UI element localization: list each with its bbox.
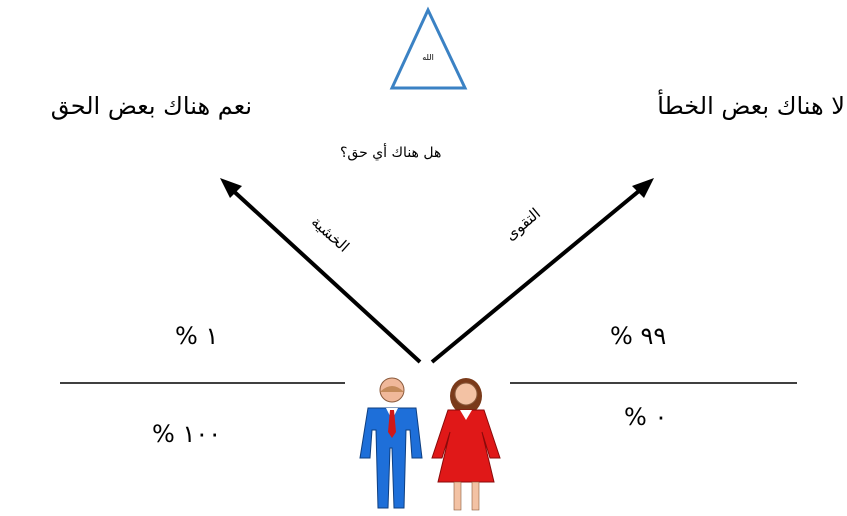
left-answer: نعم هناك بعض الحق bbox=[50, 92, 252, 120]
left-bottom-percent: ١٠٠ % bbox=[152, 420, 222, 448]
left-path-label: الخشية bbox=[308, 213, 353, 256]
right-bottom-percent: ٠ % bbox=[624, 403, 668, 431]
man-figure-icon bbox=[359, 377, 423, 509]
left-arrow bbox=[220, 178, 422, 364]
triangle-label: الله bbox=[422, 53, 434, 62]
triangle-icon: الله bbox=[389, 6, 468, 90]
right-top-percent: ٩٩ % bbox=[610, 322, 667, 350]
left-top-percent: ١ % bbox=[175, 322, 219, 350]
question-text: هل هناك أي حق؟ bbox=[340, 145, 442, 161]
right-answer: لا هناك بعض الخطأ bbox=[657, 92, 845, 120]
woman-figure-icon bbox=[431, 378, 501, 511]
right-arrow bbox=[430, 178, 654, 364]
right-path-label: التقوى bbox=[502, 204, 544, 244]
